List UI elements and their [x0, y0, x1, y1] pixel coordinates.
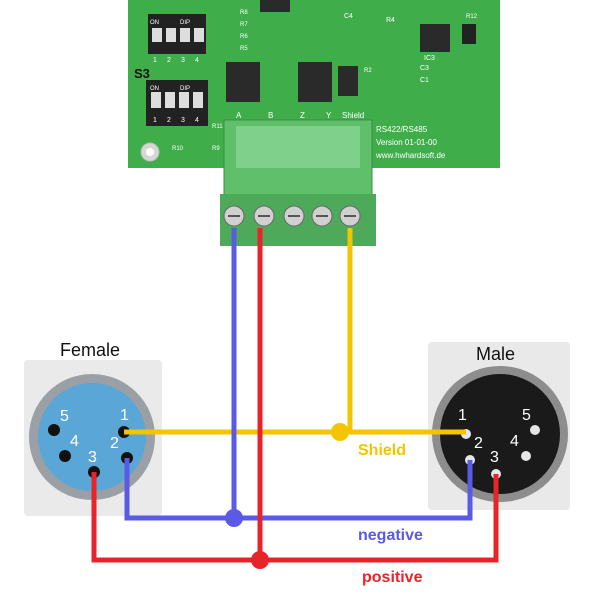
- cap-label: C3: [420, 65, 429, 72]
- terminal-top: [236, 126, 360, 168]
- ic-chip: [260, 0, 290, 12]
- cap-label: C4: [344, 13, 353, 20]
- female-title: Female: [60, 340, 120, 360]
- terminal-label-b: B: [268, 111, 273, 120]
- dip-mark: ON: [150, 20, 159, 26]
- male-pin-5: [530, 425, 540, 435]
- dip-number: 3: [181, 117, 185, 124]
- dip-mark: ON: [150, 86, 159, 92]
- ic-chip: [298, 62, 332, 102]
- cap-label: C1: [420, 77, 429, 84]
- resistor-label: R8: [240, 10, 248, 16]
- resistor-label: R2: [364, 68, 372, 74]
- switch-label: S3: [134, 66, 150, 81]
- resistor-label: R6: [240, 34, 248, 40]
- resistor-label: R9: [212, 146, 220, 152]
- dip-number: 1: [153, 117, 157, 124]
- negative-wire-male: [234, 460, 473, 521]
- terminal-label-z: Z: [300, 111, 305, 120]
- male-pin-4: [521, 451, 531, 461]
- shield-label: Shield: [358, 442, 406, 459]
- terminal-label-shield: Shield: [342, 111, 364, 120]
- dip-mark: DIP: [180, 86, 190, 92]
- terminal-screws: [223, 205, 361, 227]
- resistor-label: R11: [212, 124, 223, 130]
- ic-chip: [462, 24, 476, 44]
- negative-label: negative: [358, 527, 423, 544]
- positive-wire: [91, 228, 263, 563]
- resistor-label: R4: [386, 17, 395, 24]
- shield-junction: [331, 423, 349, 441]
- male-pin-label-1: 1: [458, 407, 467, 424]
- resistor-label: R5: [240, 46, 248, 52]
- negative-wire: [124, 228, 237, 521]
- dip-number: 4: [195, 117, 199, 124]
- positive-label: positive: [362, 569, 423, 586]
- female-pin-label-4: 4: [70, 433, 79, 450]
- female-pin-label-5: 5: [60, 408, 69, 425]
- male-pin-label-3: 3: [490, 449, 499, 466]
- male-title: Male: [476, 344, 515, 364]
- terminal-label-a: A: [236, 111, 242, 120]
- dip-number: 4: [195, 57, 199, 64]
- dip-number: 3: [181, 57, 185, 64]
- negative-junction: [225, 509, 243, 527]
- dip-number: 1: [153, 57, 157, 64]
- ic3-chip: [420, 24, 450, 52]
- male-pin-label-5: 5: [522, 407, 531, 424]
- board-name: RS422/RS485: [376, 125, 428, 134]
- ic-label: IC3: [424, 55, 435, 62]
- dip-mark: DIP: [180, 20, 190, 26]
- female-body: [38, 383, 146, 491]
- male-pin-label-4: 4: [510, 433, 519, 450]
- wires: [91, 228, 499, 569]
- resistor-label: R12: [466, 14, 478, 20]
- positive-junction: [251, 551, 269, 569]
- ic-chip: [338, 66, 358, 96]
- female-pin-label-1: 1: [120, 407, 129, 424]
- female-pin-4: [59, 450, 71, 462]
- board-version: Version 01-01-00: [376, 138, 437, 147]
- male-pin-label-2: 2: [474, 435, 483, 452]
- male-connector: 1 2 3 4 5: [428, 342, 570, 510]
- terminal-block: A B Z Y Shield: [220, 111, 376, 246]
- positive-wire-male: [260, 474, 499, 563]
- female-pin-label-2: 2: [110, 435, 119, 452]
- dip-number: 2: [167, 57, 171, 64]
- ic-chip: [226, 62, 260, 102]
- female-pin-label-3: 3: [88, 449, 97, 466]
- female-pin-5: [48, 424, 60, 436]
- resistor-label: R10: [172, 146, 184, 152]
- terminal-label-y: Y: [326, 111, 332, 120]
- dip-number: 2: [167, 117, 171, 124]
- board-url: www.hwhardsoft.de: [375, 151, 446, 160]
- resistor-label: R7: [240, 22, 248, 28]
